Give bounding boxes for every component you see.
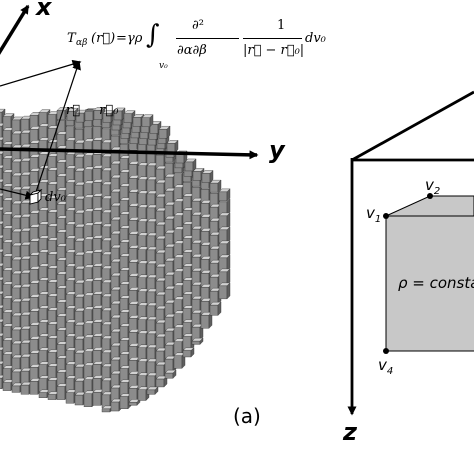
voxel-cell [209,301,222,316]
vertex-v4-label: v4 [378,358,393,377]
voxel-cell [184,158,197,172]
vertex-v1-index: 1 [374,214,382,225]
formula-lhs-argument: (r⃗) [91,31,116,46]
voxel-cell [218,226,231,244]
voxel-cell [218,198,231,216]
vertex-v4-index: 4 [386,366,394,377]
voxel-cell [201,169,214,183]
voxel-cell [218,254,231,272]
panel-label: (a) [233,404,261,428]
formula-coefficient: γρ [127,31,143,46]
volume-element-label: dv₀ [45,190,66,205]
integral-sign: ∫ [146,20,160,50]
vertex-v1-dot [383,213,389,219]
formula-differential: dv₀ [305,31,326,46]
position-vector-r0 [0,188,35,200]
vertex-v2-dot [427,193,433,199]
distance-fraction-bar [243,38,302,39]
x-axis-label: x [36,0,52,21]
vertex-v2-index: 2 [433,186,441,197]
voxel-cell [218,240,231,258]
vertex-v1-name: v [366,204,375,222]
prism-top-edge [351,90,474,162]
position-vector-r [0,59,82,87]
formula-lhs: T [67,31,76,46]
voxel-cell [155,375,168,388]
derivative-denominator: ∂α∂β [177,43,207,58]
formula-equals: = [116,31,127,46]
voxel-cell [218,268,231,286]
voxel-cell [158,125,171,139]
vertex-v2-label: v2 [425,178,440,197]
voxel-cell [182,347,195,358]
y-axis-label: y [269,136,285,164]
voxel-cell [146,386,159,395]
vertex-v4-name: v [378,356,387,374]
vertex-v4-dot [383,348,389,354]
tensor-formula: T αβ (r⃗) = γρ ∫ v₀ ∂² ∂α∂β 1 |r⃗ − r⃗₀|… [67,12,337,82]
voxel-cell [66,107,79,121]
voxel-body [0,106,231,413]
difference-vector-label: r⃗ − r⃗₀ [66,103,119,118]
voxel-cell [218,282,231,300]
derivative-fraction-bar [176,38,239,39]
voxel-cell [141,114,154,128]
voxel-cell [218,212,231,230]
volume-element [28,188,43,205]
vertex-v1-label: v1 [366,206,381,225]
voxel-cell [191,337,204,345]
formula-lhs-subscript: αβ [76,38,88,48]
voxel-cell [74,223,87,241]
voxel-cell [218,188,231,202]
constant-density-block [385,215,474,352]
derivative-numerator: ∂² [192,18,204,33]
fraction-numerator: 1 [277,18,286,33]
fraction-denominator: |r⃗ − r⃗₀| [243,43,305,58]
y-axis-arrow [0,147,259,160]
vertex-v2-name: v [425,176,434,194]
z-axis-label: z [343,418,357,446]
x-axis-arrow [0,4,30,55]
voxel-cell [166,139,179,153]
integral-domain: v₀ [159,61,168,71]
voxel-cell [209,179,222,193]
voxel-cell [164,369,177,379]
density-label: ρ = consta [398,274,474,292]
difference-vector [34,60,81,196]
